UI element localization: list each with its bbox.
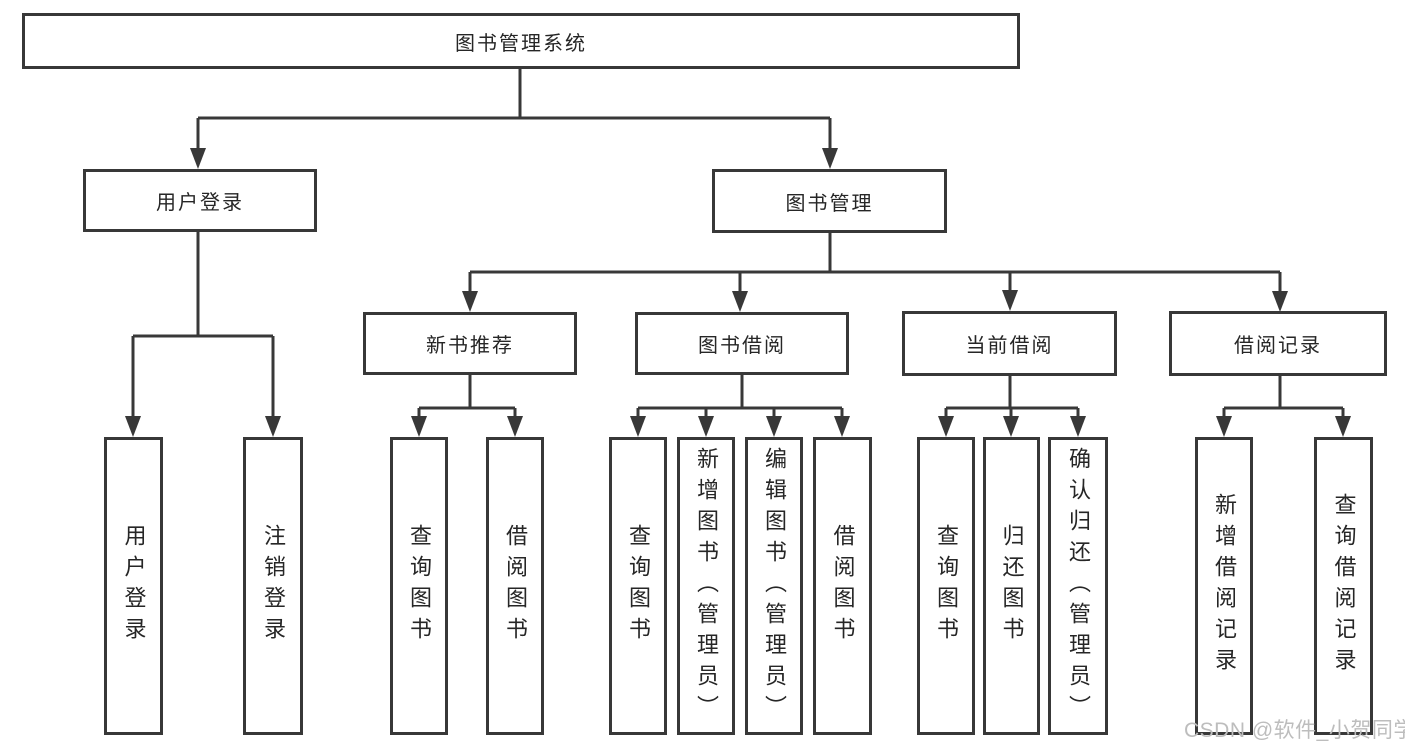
node-borrow-records-label: 借阅记录 bbox=[1234, 335, 1322, 357]
leaf-add-book-admin-label: 新增图书（管理员） bbox=[694, 446, 719, 726]
leaf-add-book-admin: 新增图书（管理员） bbox=[677, 437, 735, 735]
leaf-query-books-2-label: 查询图书 bbox=[626, 524, 651, 648]
node-root-label: 图书管理系统 bbox=[455, 32, 587, 55]
node-user-login-label: 用户登录 bbox=[156, 192, 244, 214]
node-book-borrow-label: 图书借阅 bbox=[698, 335, 786, 357]
node-book-management-label: 图书管理 bbox=[785, 192, 874, 215]
leaf-query-books-3: 查询图书 bbox=[917, 437, 975, 735]
node-root-system: 图书管理系统 bbox=[22, 13, 1020, 69]
leaf-query-books-2: 查询图书 bbox=[609, 437, 667, 735]
leaf-query-books-1: 查询图书 bbox=[390, 437, 448, 735]
leaf-query-borrow-record: 查询借阅记录 bbox=[1314, 437, 1373, 735]
node-new-book-recommend-label: 新书推荐 bbox=[426, 335, 514, 357]
node-user-login: 用户登录 bbox=[83, 169, 317, 232]
leaf-logout-label: 注销登录 bbox=[261, 524, 286, 648]
leaf-borrow-books-1: 借阅图书 bbox=[486, 437, 544, 735]
node-current-borrow: 当前借阅 bbox=[902, 311, 1117, 376]
leaf-add-borrow-record: 新增借阅记录 bbox=[1195, 437, 1253, 735]
leaf-edit-book-admin-label: 编辑图书（管理员） bbox=[762, 446, 787, 726]
leaf-logout: 注销登录 bbox=[243, 437, 303, 735]
leaf-query-books-1-label: 查询图书 bbox=[407, 524, 432, 648]
leaf-user-login-label: 用户登录 bbox=[121, 524, 147, 648]
leaf-return-book-label: 归还图书 bbox=[999, 524, 1025, 648]
leaf-edit-book-admin: 编辑图书（管理员） bbox=[745, 437, 803, 735]
node-borrow-records: 借阅记录 bbox=[1169, 311, 1387, 376]
node-book-borrow: 图书借阅 bbox=[635, 312, 849, 375]
leaf-query-books-3-label: 查询图书 bbox=[934, 524, 959, 648]
node-current-borrow-label: 当前借阅 bbox=[965, 335, 1054, 357]
leaf-add-borrow-record-label: 新增借阅记录 bbox=[1212, 493, 1237, 679]
node-new-book-recommend: 新书推荐 bbox=[363, 312, 577, 375]
leaf-confirm-return-admin: 确认归还（管理员） bbox=[1048, 437, 1108, 735]
leaf-borrow-books-2-label: 借阅图书 bbox=[830, 524, 856, 648]
node-book-management: 图书管理 bbox=[712, 169, 947, 233]
leaf-query-borrow-record-label: 查询借阅记录 bbox=[1331, 493, 1357, 679]
leaf-borrow-books-1-label: 借阅图书 bbox=[503, 524, 528, 648]
leaf-confirm-return-admin-label: 确认归还（管理员） bbox=[1066, 446, 1091, 726]
leaf-return-book: 归还图书 bbox=[983, 437, 1040, 735]
arrowheads bbox=[125, 148, 1351, 437]
csdn-watermark: CSDN @软件_小贺同学 bbox=[1184, 719, 1405, 742]
leaf-borrow-books-2: 借阅图书 bbox=[813, 437, 872, 735]
leaf-user-login: 用户登录 bbox=[104, 437, 163, 735]
